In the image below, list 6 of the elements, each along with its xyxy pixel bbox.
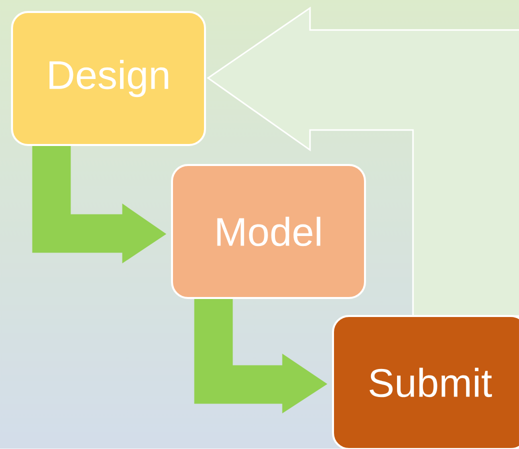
arrow — [194, 297, 328, 414]
arrow — [206, 6, 519, 317]
arrow — [32, 144, 166, 264]
process-box: Submit — [332, 315, 519, 449]
process-box: Design — [11, 11, 206, 146]
process-box: Model — [171, 164, 366, 299]
